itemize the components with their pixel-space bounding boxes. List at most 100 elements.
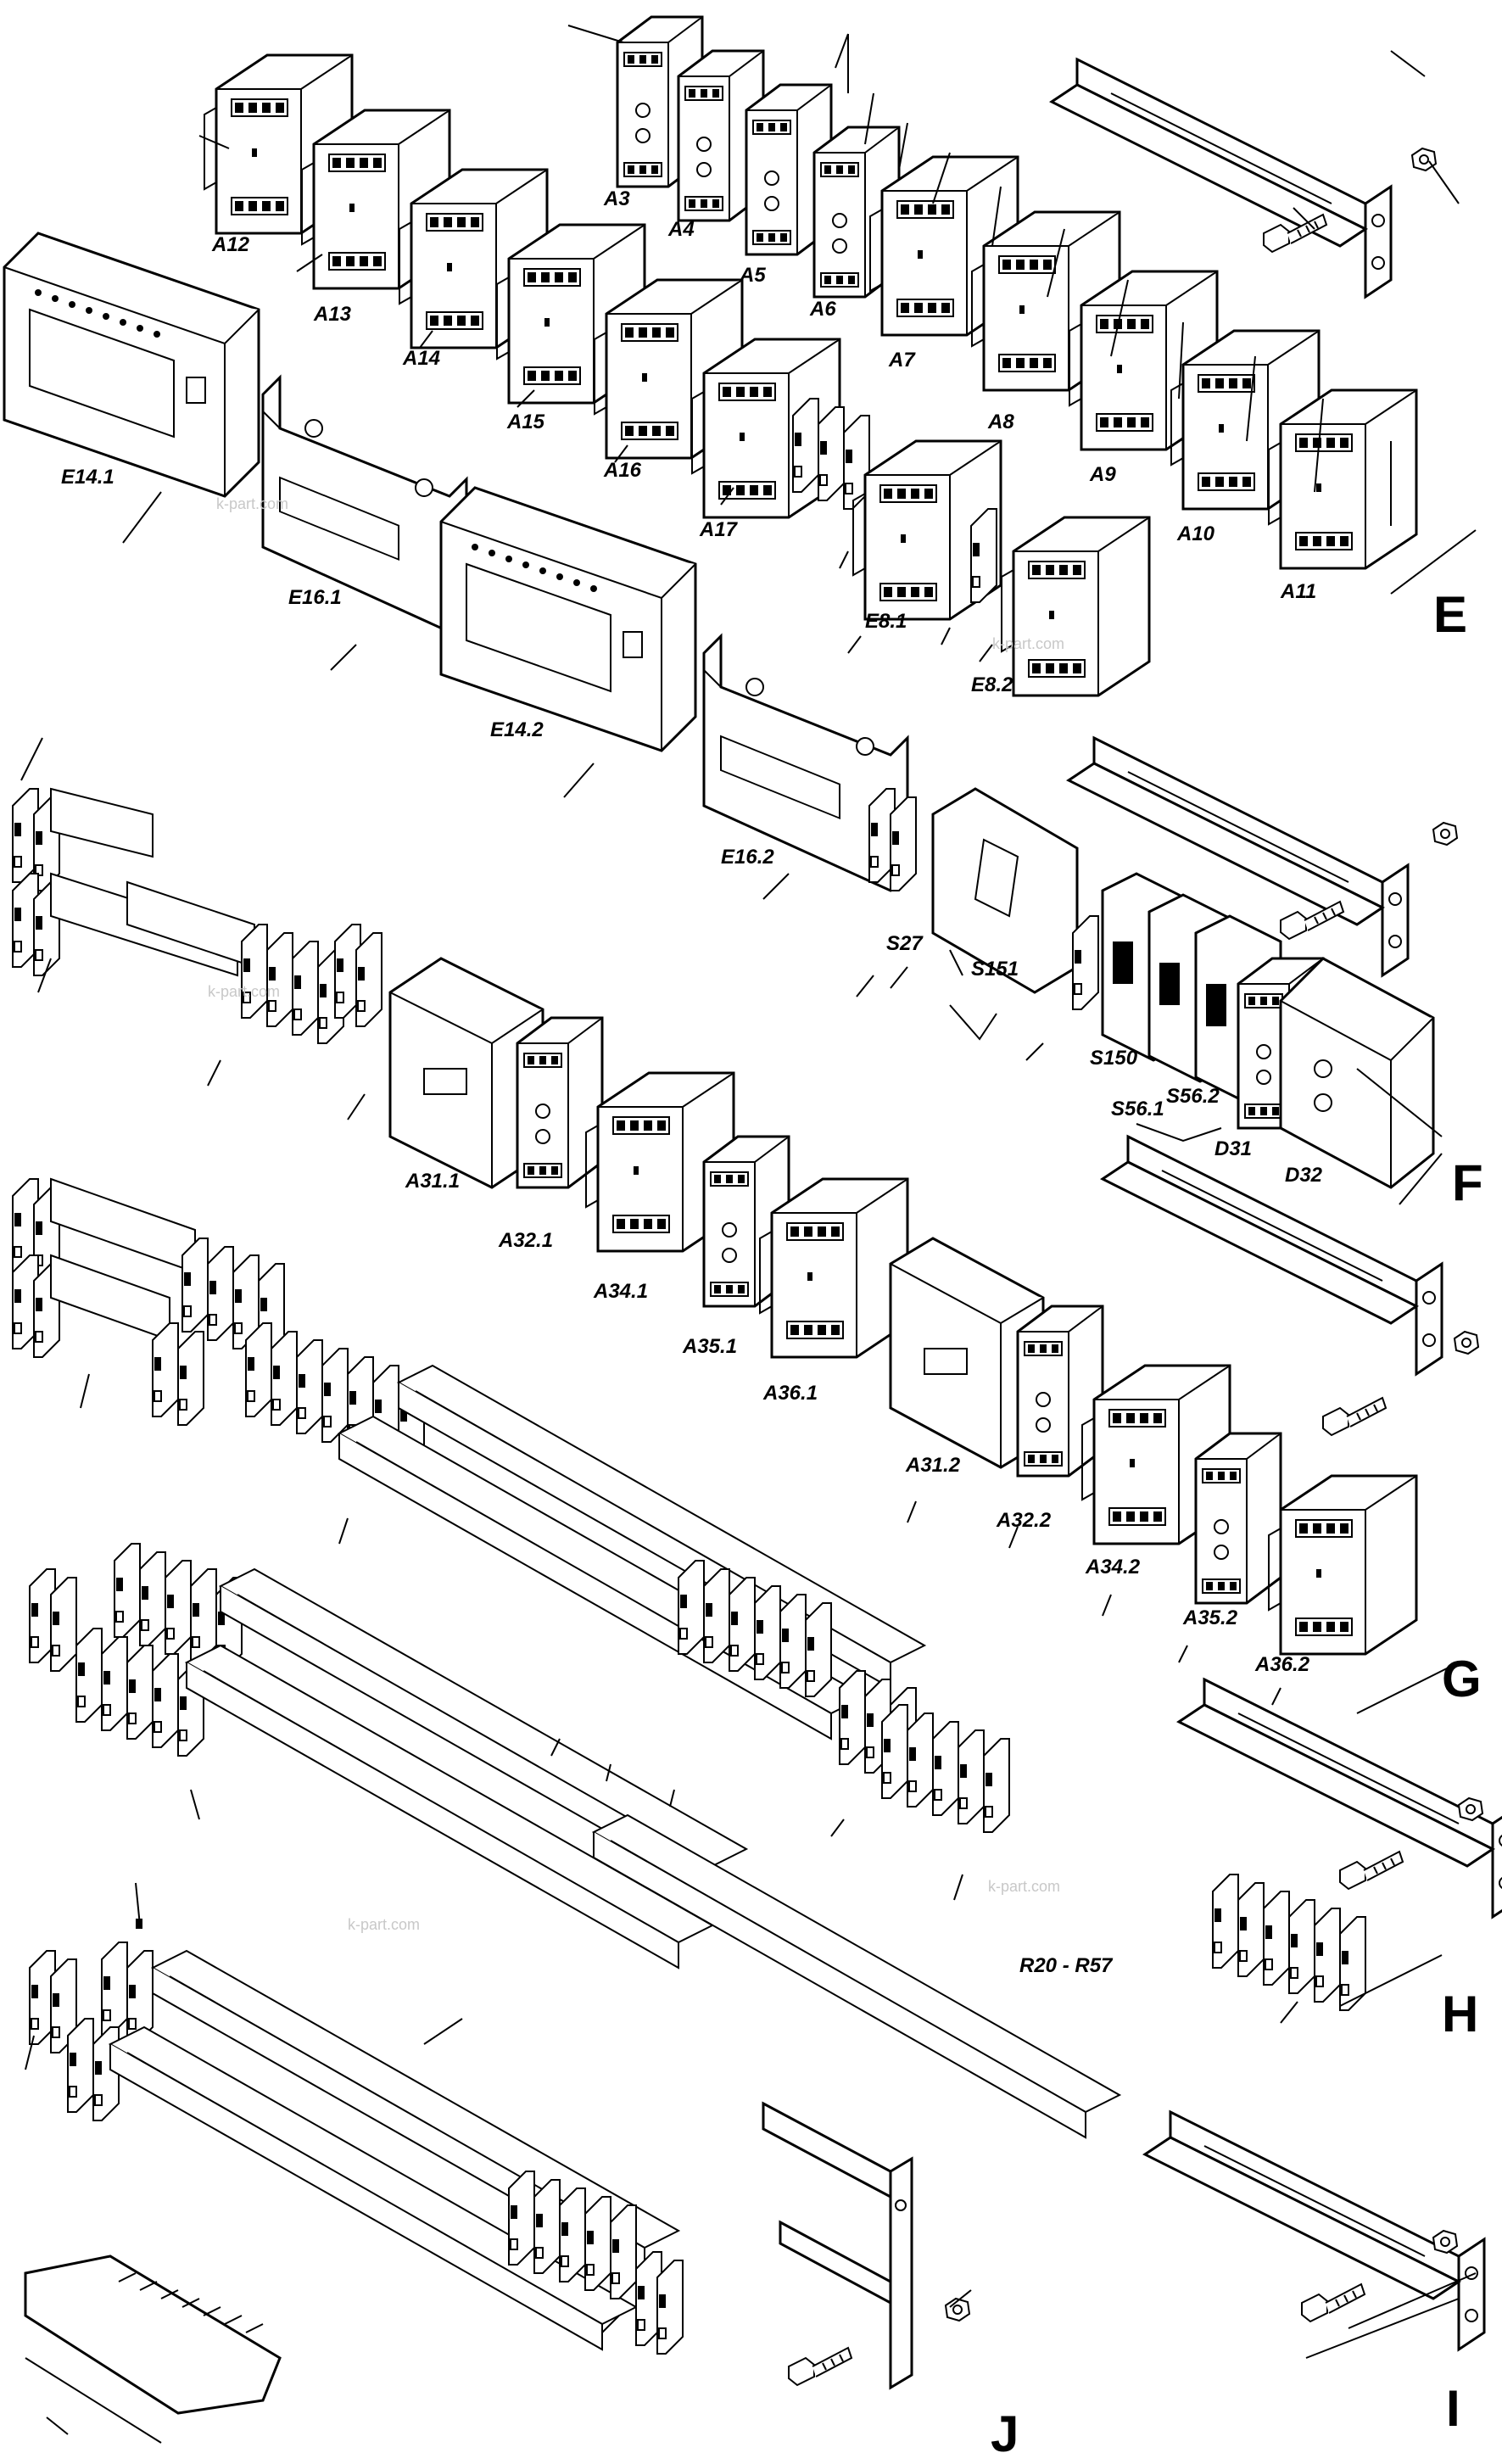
terminal-block — [792, 398, 819, 493]
terminal-block — [207, 1246, 234, 1341]
label-a3: A3 — [603, 187, 630, 210]
bolt-icon — [1301, 2283, 1365, 2322]
terminal-block — [678, 1560, 705, 1655]
terminal-block — [152, 1322, 179, 1417]
label-a13: A13 — [313, 303, 352, 326]
label-e16-2: E16.2 — [721, 846, 774, 869]
terminal-block — [181, 1238, 209, 1333]
label-a32-2: A32.2 — [996, 1509, 1052, 1532]
terminal-block — [67, 2018, 94, 2113]
terminal-block — [1072, 915, 1099, 1010]
terminal-block — [1212, 1874, 1239, 1969]
label-d31: D31 — [1214, 1137, 1252, 1160]
section-label-e: E — [1433, 586, 1467, 643]
watermark: k-part.com — [992, 635, 1064, 652]
terminal-block — [165, 1560, 192, 1655]
terminal-block — [126, 1645, 154, 1740]
terminal-block — [729, 1577, 756, 1672]
terminal-block — [1339, 1916, 1366, 2011]
terminal-block — [805, 1602, 832, 1697]
labels-i-j: I J — [991, 2380, 1460, 2462]
terminal-block — [50, 1577, 77, 1672]
labels-g: A31.2 A32.2 A34.2 A35.2 A36.2 G — [905, 1454, 1482, 1707]
terminal-block — [101, 1942, 128, 2037]
label-s27: S27 — [886, 932, 924, 955]
label-r20-r57: R20 - R57 — [1019, 1954, 1114, 1977]
module-e8-2 — [1000, 516, 1151, 697]
label-a8: A8 — [987, 411, 1014, 433]
label-a15: A15 — [506, 411, 545, 433]
section-label-h: H — [1442, 1986, 1478, 2042]
labels-e: A3 A4 A5 A6 A7 A8 A9 A10 A11 A12 A13 A14… — [61, 187, 1467, 869]
cable-duct — [24, 2254, 282, 2444]
label-a35-2: A35.2 — [1182, 1606, 1238, 1629]
nut-icon — [1432, 2230, 1458, 2254]
label-e14-1: E14.1 — [61, 466, 114, 489]
bolt-icon — [1339, 1851, 1404, 1890]
section-h — [29, 1543, 1502, 2138]
timer-d32 — [1279, 957, 1435, 1189]
label-a4: A4 — [667, 218, 695, 241]
label-a36-1: A36.1 — [762, 1382, 818, 1405]
terminal-block — [190, 1568, 217, 1663]
label-a32-1: A32.1 — [498, 1229, 553, 1252]
section-label-i: I — [1446, 2380, 1460, 2437]
watermark: k-part.com — [208, 983, 280, 1000]
terminal-block — [177, 1331, 204, 1426]
terminal-block — [610, 2204, 637, 2299]
bolt-icon — [1322, 1397, 1387, 1436]
watermarks: k-part.com k-part.com k-part.com k-part.… — [208, 495, 1064, 1933]
label-a34-1: A34.1 — [593, 1280, 648, 1303]
relay-a11 — [1267, 388, 1418, 570]
label-s151: S151 — [971, 958, 1019, 981]
label-a5: A5 — [739, 264, 766, 287]
relay-a32-2 — [1016, 1305, 1104, 1478]
label-a34-2: A34.2 — [1085, 1556, 1141, 1578]
label-e16-1: E16.1 — [288, 586, 342, 609]
terminal-block — [1288, 1899, 1315, 1994]
label-a14: A14 — [402, 347, 440, 370]
label-a31-1: A31.1 — [405, 1170, 460, 1193]
terminal-block — [1263, 1891, 1290, 1986]
label-a6: A6 — [809, 298, 836, 321]
terminal-block — [881, 1704, 908, 1799]
label-a7: A7 — [888, 349, 916, 372]
section-label-f: F — [1452, 1154, 1483, 1211]
label-d32: D32 — [1285, 1164, 1323, 1187]
terminal-block — [296, 1339, 323, 1434]
terminal-block — [958, 1729, 985, 1824]
display-e14-2 — [439, 486, 697, 752]
terminal-block — [839, 1670, 866, 1765]
section-label-j: J — [991, 2405, 1019, 2462]
label-e8-2: E8.2 — [971, 673, 1013, 696]
terminal-block — [152, 1653, 179, 1748]
label-a31-2: A31.2 — [905, 1454, 961, 1477]
label-a17: A17 — [699, 518, 739, 541]
label-a36-2: A36.2 — [1254, 1653, 1310, 1676]
label-a16: A16 — [603, 459, 642, 482]
terminal-block — [890, 796, 917, 891]
relay-a36-2 — [1267, 1474, 1418, 1656]
terminal-block — [907, 1713, 934, 1807]
watermark: k-part.com — [216, 495, 288, 512]
label-a9: A9 — [1089, 463, 1116, 486]
label-s56-1: S56.1 — [1111, 1098, 1164, 1120]
watermark: k-part.com — [348, 1916, 420, 1933]
label-s150: S150 — [1090, 1047, 1138, 1070]
terminal-block — [75, 1628, 103, 1723]
nut-icon — [1432, 822, 1458, 846]
terminal-block — [983, 1738, 1010, 1833]
resistor-blocks-r20-r57 — [1212, 1874, 1366, 2011]
section-e — [3, 15, 1477, 900]
terminal-block — [1237, 1882, 1265, 1977]
section-f — [12, 736, 1458, 1359]
relay-a36-1 — [758, 1177, 909, 1359]
display-e14-1 — [3, 232, 260, 498]
terminal-block — [754, 1585, 781, 1680]
terminal-block — [970, 508, 997, 603]
terminal-block — [266, 932, 293, 1027]
terminal-block — [779, 1594, 807, 1689]
section-i-j — [24, 1882, 1486, 2444]
labels-f: S27 S151 S150 S56.1 S56.2 D31 D32 A31.1 … — [405, 932, 1483, 1405]
terminal-block — [139, 1551, 166, 1646]
